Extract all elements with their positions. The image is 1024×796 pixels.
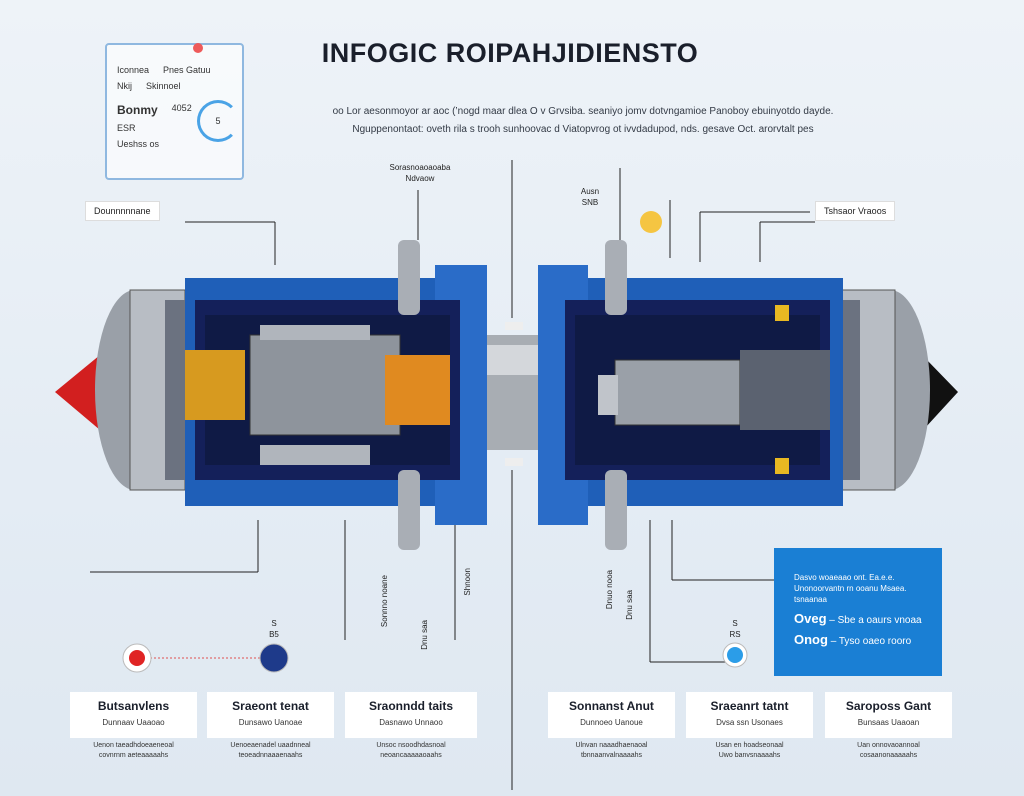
vertical-label: Shnoon bbox=[463, 568, 472, 596]
callout-top-center: Sorasnoaoaoaba Ndvaow bbox=[370, 162, 470, 184]
card-value: 4052 bbox=[171, 103, 192, 113]
card-desc: Uenon taeadhdoeaeneoal covnrnm aeteaaaaah… bbox=[70, 741, 197, 761]
card-footer: Ueshss os bbox=[117, 139, 160, 149]
callout-right: Tshsaor Vraoos bbox=[815, 201, 896, 221]
desc-line: teoeadnnaaaenaahs bbox=[238, 752, 303, 759]
card-title: Saroposs Gant bbox=[845, 699, 932, 713]
callout-text: Ausn bbox=[580, 187, 600, 196]
card-subtitle: Dasnawo Unnaoo bbox=[379, 718, 443, 727]
leader-lines bbox=[90, 160, 815, 790]
desc-line: cosaanonaaaaahs bbox=[859, 752, 918, 759]
card-subtitle: Dunnaav Uaaoao bbox=[102, 718, 165, 727]
card-label: Iconnea bbox=[117, 65, 150, 75]
legend-value: Tyso oaeo rooro bbox=[838, 636, 912, 647]
desc-line: tbnnaanvalnaaaahs bbox=[580, 752, 643, 759]
callout-top-right: Ausn SNB bbox=[570, 186, 610, 208]
navy-indicator-icon bbox=[259, 643, 289, 673]
red-indicator-icon bbox=[129, 650, 145, 666]
yellow-indicator-icon bbox=[640, 211, 662, 233]
gauge-icon: 5 bbox=[197, 100, 239, 142]
desc-line: neoancaaaaaoaahs bbox=[380, 752, 442, 759]
indicators bbox=[122, 211, 748, 673]
desc-line: Uenon taeadhdoeaeneoal bbox=[93, 742, 174, 749]
card-desc: Uan onnovaoannoal cosaanonaaaaahs bbox=[825, 741, 952, 761]
card-title: Sraeont tenat bbox=[232, 699, 309, 713]
legend-key: Oveg bbox=[794, 611, 827, 626]
description-line: oo Lor aesonmoyor ar aoc (’nogd maar dle… bbox=[332, 106, 834, 117]
desc-line: Usan en hoadseonaal bbox=[715, 742, 784, 749]
label-text: S bbox=[271, 619, 277, 628]
desc-line: Unsoc nsoodhdasnoal bbox=[376, 742, 446, 749]
navy-label: S B5 bbox=[262, 618, 286, 640]
callout-text: Ndvaow bbox=[405, 174, 435, 183]
legend-box: Dasvo woaeaao ont. Ea.e.e. Unonoorvantn … bbox=[774, 548, 942, 676]
label-text: B5 bbox=[269, 630, 279, 639]
left-nose-cone bbox=[55, 289, 186, 491]
card-subtitle: Dunsawo Uanoae bbox=[238, 718, 303, 727]
vertical-label: Dnu saa bbox=[625, 590, 634, 620]
page-title: INFOGIC ROIPAHJIDIENSTO bbox=[321, 38, 699, 68]
card-desc: Unsoc nsoodhdasnoal neoancaaaaaoaahs bbox=[345, 741, 477, 761]
card-title: Sraonndd taits bbox=[368, 699, 453, 713]
card-label: Bonmy bbox=[117, 103, 158, 117]
info-card: Iconnea Pnes Gatuu Nkij Skinnoel Bonmy 4052… bbox=[105, 43, 244, 180]
vertical-label: Dnu saa bbox=[420, 620, 429, 650]
legend-item: Onog – Tyso oaeo rooro bbox=[794, 632, 912, 647]
callout-text: Sorasnoaoaoaba bbox=[389, 163, 451, 172]
card-label: Nkij bbox=[117, 81, 132, 91]
pin-icon bbox=[193, 43, 203, 53]
label-text: S bbox=[732, 619, 738, 628]
gauge-value: 5 bbox=[215, 116, 221, 126]
desc-line: Uan onnovaoannoal bbox=[857, 742, 920, 749]
desc-line: Uenoeaenadel uaadnneal bbox=[230, 742, 311, 749]
legend-item: Oveg – Sbe a oaurs vnoaa bbox=[794, 611, 922, 626]
description: oo Lor aesonmoyor ar aoc (’nogd maar dle… bbox=[258, 103, 908, 139]
desc-line: Ulnvan naaadhaenaoal bbox=[575, 742, 648, 749]
vertical-label: Sonnno noane bbox=[380, 575, 389, 628]
card-desc: Uenoeaenadel uaadnneal teoeadnnaaaenaahs bbox=[207, 741, 334, 761]
card-subtitle: Dunnoeo Uanoue bbox=[580, 718, 643, 727]
card-title: Sonnanst Anut bbox=[569, 699, 654, 713]
light-label: S RS bbox=[723, 618, 747, 640]
callout-left: Dounnnnnane bbox=[85, 201, 160, 221]
desc-line: covnrnm aeteaaaaahs bbox=[98, 752, 169, 759]
desc-line: Uwo banvsnaaaahs bbox=[718, 752, 781, 759]
right-housing bbox=[538, 240, 843, 550]
left-housing bbox=[185, 240, 487, 550]
central-shaft bbox=[487, 322, 538, 466]
description-line: Nguppenontaot: oveth rila s trooh sunhoo… bbox=[352, 124, 814, 135]
card-value: Pnes Gatuu bbox=[163, 65, 211, 75]
card-subtitle: Bunsaas Uaaoan bbox=[857, 718, 920, 727]
card-subtitle: Dvsa ssn Usonaes bbox=[716, 718, 783, 727]
card-title: Sraeanrt tatnt bbox=[710, 699, 789, 713]
legend-value: Sbe a oaurs vnoaa bbox=[837, 615, 922, 626]
light-blue-indicator-icon bbox=[727, 647, 743, 663]
card-sub: ESR bbox=[117, 123, 136, 133]
card-value: Skinnoel bbox=[146, 81, 181, 91]
legend-text: Dasvo woaeaao ont. Ea.e.e. Unonoorvantn … bbox=[794, 573, 907, 604]
callout-text: SNB bbox=[581, 198, 599, 207]
legend-key: Onog bbox=[794, 632, 828, 647]
card-title: Butsanvlens bbox=[97, 699, 170, 713]
label-text: RS bbox=[729, 630, 741, 639]
card-desc: Ulnvan naaadhaenaoal tbnnaanvalnaaaahs bbox=[548, 741, 675, 761]
vertical-label: Dnuo nooa bbox=[605, 570, 614, 610]
right-nose-cone bbox=[839, 289, 958, 491]
